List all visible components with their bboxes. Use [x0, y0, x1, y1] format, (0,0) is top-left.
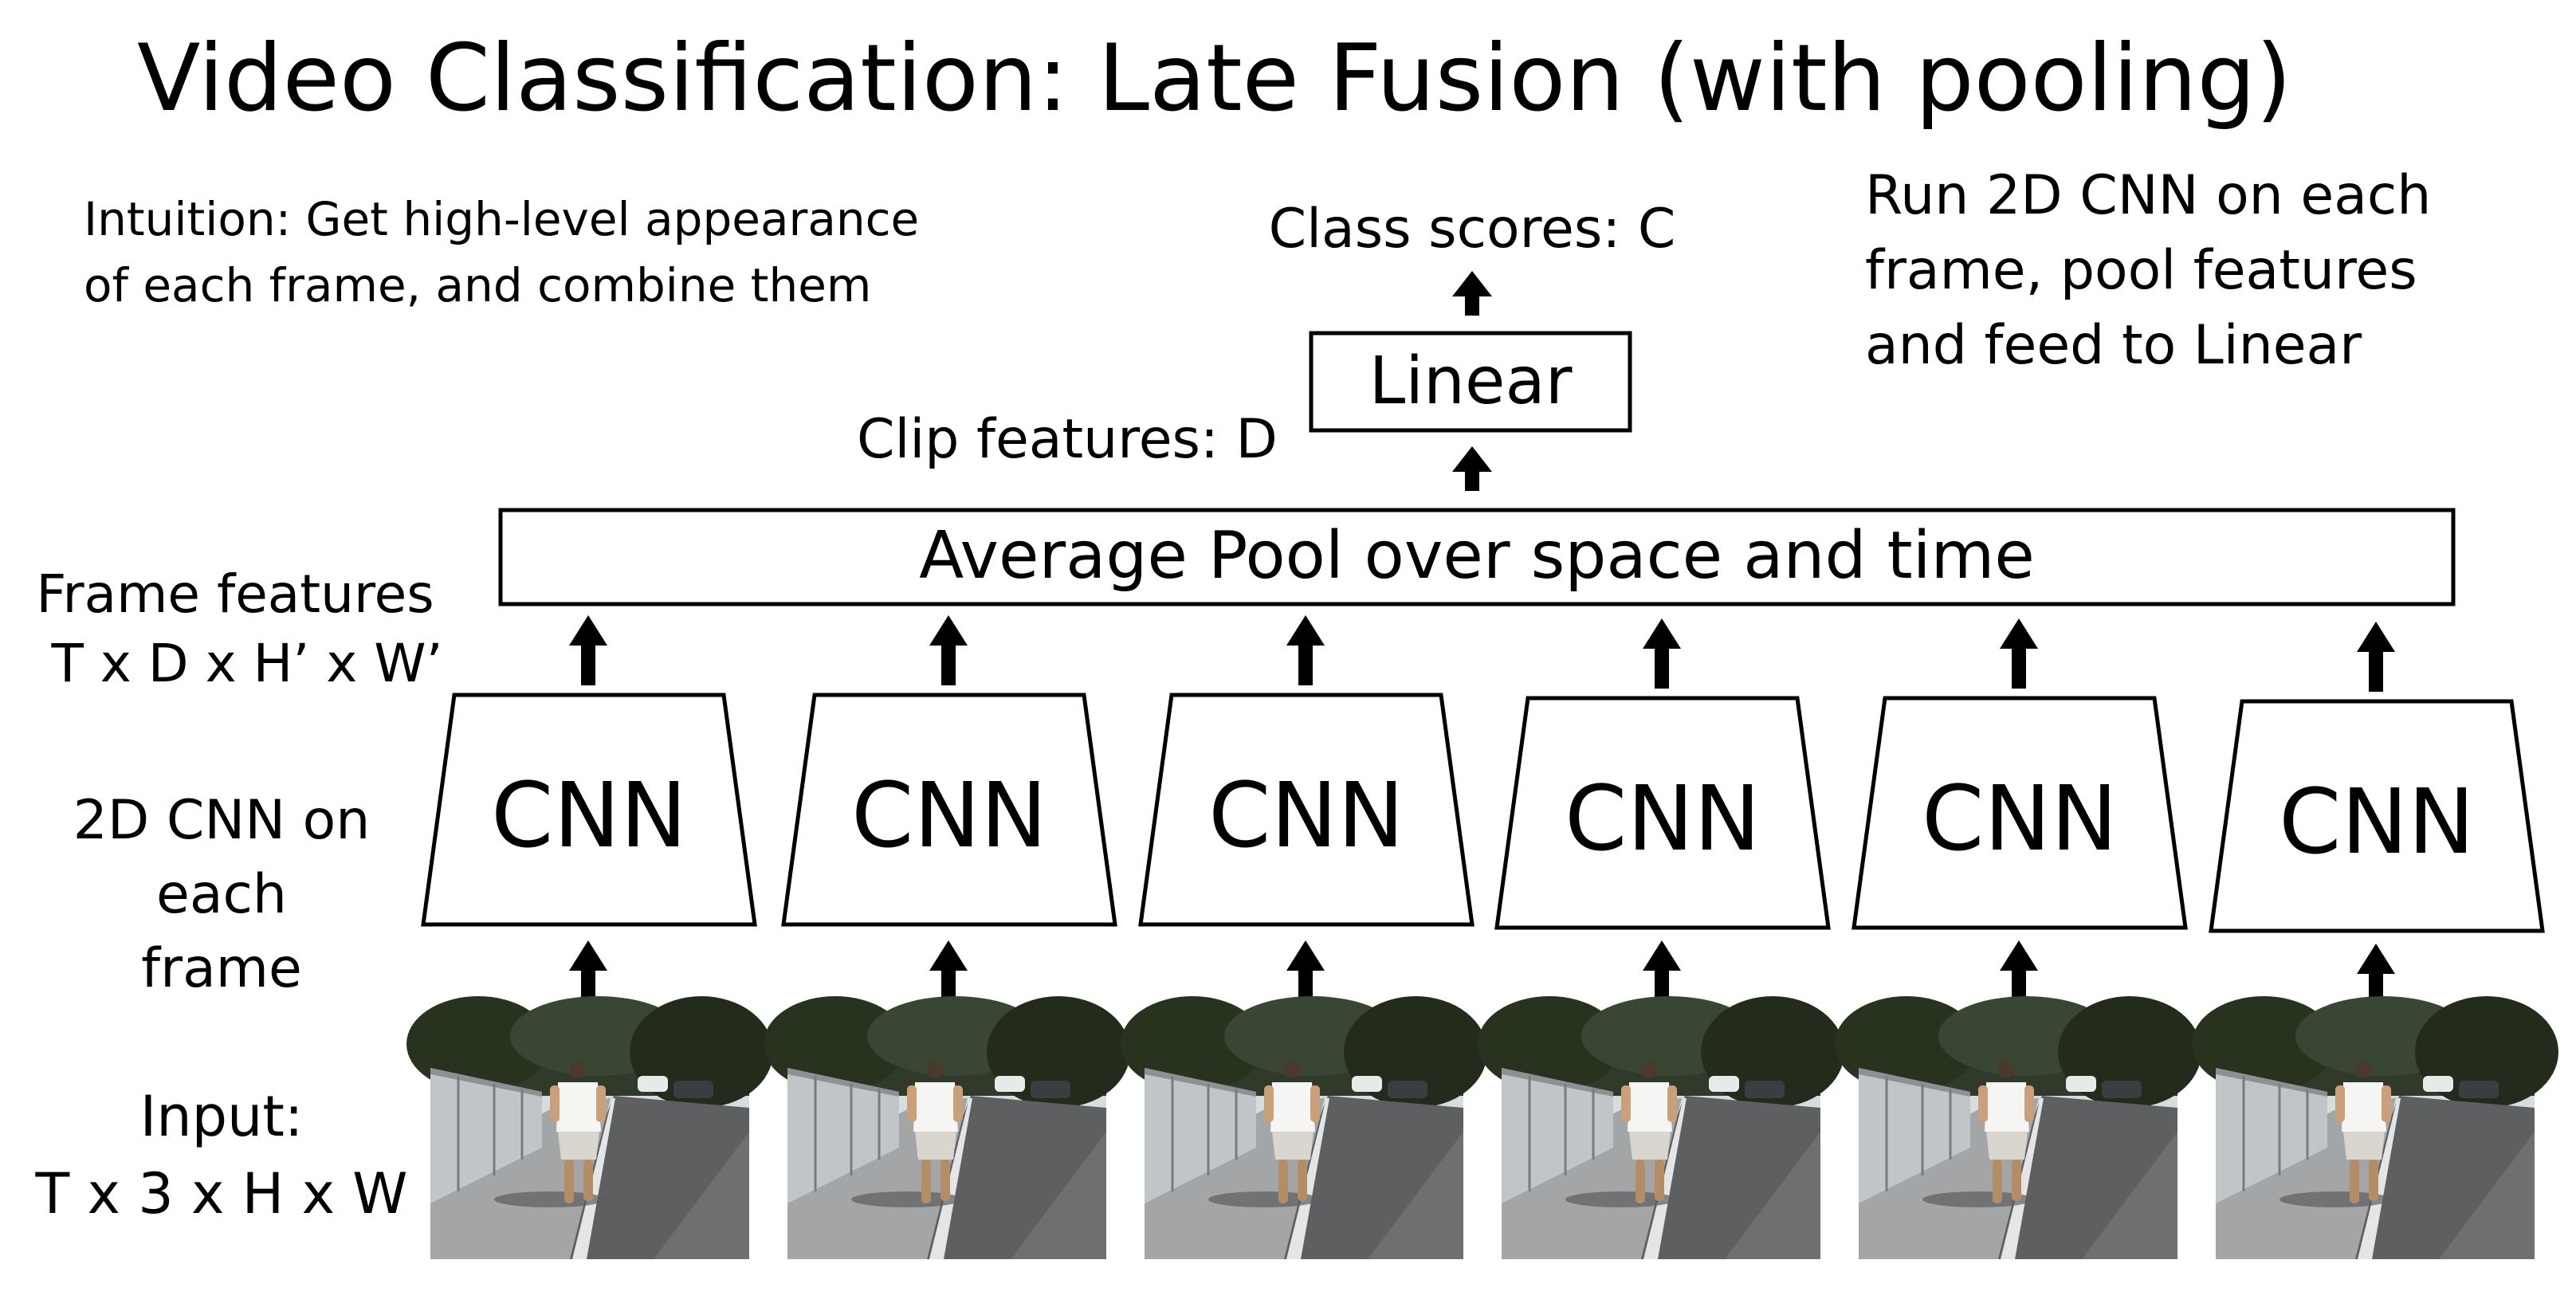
cnn-trapezoid [1494, 696, 1831, 930]
side-note-line-2: frame, pool features [1865, 239, 2417, 302]
intuition-line-2: of each frame, and combine them [84, 258, 871, 312]
cnn-label: CNN [1922, 767, 2118, 871]
cnn-label: CNN [1208, 764, 1404, 868]
cnn-label: CNN [851, 764, 1047, 868]
side-note-line-1: Run 2D CNN on each [1865, 164, 2431, 227]
input-frame-photo [762, 995, 1132, 1261]
cnn-label: CNN [2279, 771, 2475, 874]
input-frame-photo [1833, 995, 2203, 1261]
cnn-trapezoid [2209, 699, 2545, 933]
input-desc-line-2: T x 3 x H x W [35, 1161, 408, 1227]
cnn-label: CNN [491, 764, 687, 868]
arrow-cnn-to-pool [929, 615, 968, 685]
arrow-linear-to-scores [1452, 271, 1492, 316]
arrow-cnn-to-pool [2357, 622, 2395, 692]
input-frame-photo [1119, 995, 1489, 1261]
average-pool-label: Average Pool over space and time [919, 518, 2035, 594]
frame-features-line-2: T x D x H’ x W’ [50, 633, 442, 694]
cnn-trapezoid [1138, 693, 1475, 927]
cnn-column: CNN [1119, 615, 1489, 1261]
intuition-line-1: Intuition: Get high-level appearance [84, 192, 919, 246]
clip-features-label: Clip features: D [857, 408, 1278, 471]
input-frame-photo [2190, 995, 2560, 1261]
cnn-column: CNN [1833, 618, 2203, 1261]
frame-features-line-1: Frame features [36, 563, 434, 625]
cnn-column: CNN [2190, 622, 2560, 1261]
linear-box [1309, 331, 1632, 433]
average-pool-box [498, 508, 2456, 606]
cnn-column: CNN [405, 615, 775, 1261]
linear-label: Linear [1369, 343, 1573, 419]
slide-title: Video Classification: Late Fusion (with … [137, 25, 2291, 132]
input-frame-photo [405, 995, 775, 1261]
arrow-pool-to-linear [1452, 446, 1492, 491]
cnn-desc-line-3: frame [141, 937, 302, 1000]
input-frame-photo [1476, 995, 1846, 1261]
side-note-line-3: and feed to Linear [1865, 314, 2362, 377]
arrow-cnn-to-pool [1643, 618, 1681, 689]
cnn-label: CNN [1565, 767, 1761, 871]
cnn-trapezoid [421, 693, 757, 927]
class-scores-label: Class scores: C [1269, 198, 1676, 261]
cnn-desc-line-1: 2D CNN on [73, 789, 371, 852]
cnn-desc-line-2: each [156, 863, 287, 926]
input-desc-line-1: Input: [140, 1084, 304, 1149]
cnn-column: CNN [762, 615, 1132, 1261]
cnn-column: CNN [1476, 618, 1846, 1261]
arrow-cnn-to-pool [1286, 615, 1325, 685]
cnn-trapezoid [781, 693, 1117, 927]
arrow-cnn-to-pool [2000, 618, 2038, 689]
arrow-cnn-to-pool [569, 615, 607, 685]
cnn-trapezoid [1852, 696, 2188, 930]
